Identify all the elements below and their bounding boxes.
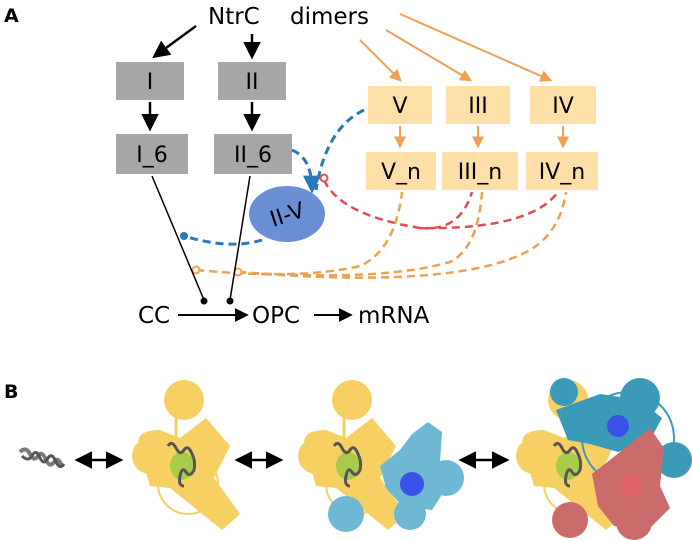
box-IVn xyxy=(526,152,598,190)
mrna-label: mRNA xyxy=(358,303,430,329)
arrow-ntrc-to-I xyxy=(152,24,197,59)
complex-tetramer xyxy=(516,378,692,540)
panel-b-label: B xyxy=(4,381,18,403)
box-Vn-label: V_n xyxy=(381,160,421,185)
box-I6 xyxy=(116,134,188,174)
blue-arrow-V-to-IIV xyxy=(314,108,365,191)
box-II6-label: II_6 xyxy=(234,143,272,168)
box-II xyxy=(218,62,286,100)
dna-helix-free xyxy=(18,447,66,469)
box-II-label: II xyxy=(246,70,259,95)
red-inhibit-end xyxy=(319,173,329,183)
complex-dimer xyxy=(132,380,240,530)
box-IIIn xyxy=(442,152,518,190)
line-II6-to-CC xyxy=(229,175,251,301)
box-III xyxy=(446,86,510,124)
dimers-label: dimers xyxy=(290,4,369,30)
dot-I6-end xyxy=(200,297,208,305)
ntrc-label: NtrC xyxy=(208,4,260,30)
box-I-label: I xyxy=(147,70,154,95)
box-I xyxy=(116,62,184,100)
box-IIIn-label: III_n xyxy=(458,160,502,185)
arrow-dimers-to-IV xyxy=(399,13,553,82)
box-IV xyxy=(530,86,596,124)
box-II6 xyxy=(214,134,292,174)
box-V xyxy=(368,86,432,124)
orange-line-Vn xyxy=(195,191,404,276)
blue-inhibit-IIV xyxy=(183,234,263,246)
box-IVn-label: IV_n xyxy=(539,160,585,185)
complex-trimer xyxy=(298,380,464,532)
line-I6-to-CC xyxy=(151,175,205,301)
box-IV-label: IV xyxy=(552,94,574,119)
opc-label: OPC xyxy=(252,303,300,329)
box-Vn xyxy=(366,152,436,190)
cc-label: CC xyxy=(138,303,170,329)
box-III-label: III xyxy=(468,94,487,119)
red-line-IIIn xyxy=(419,191,474,230)
blue-arrow-II6-to-IIV xyxy=(291,148,321,194)
blue-inhibit-end xyxy=(180,232,188,240)
ellipse-II-V xyxy=(249,186,325,242)
box-V-label: V xyxy=(392,94,407,119)
red-line-IVn xyxy=(322,179,560,230)
dot-II6-end xyxy=(226,297,234,305)
panel-a-label: A xyxy=(4,5,19,27)
box-I6-label: I_6 xyxy=(136,143,168,168)
orange-line-IVn xyxy=(237,191,568,279)
orange-inhibit-end-1 xyxy=(191,265,201,275)
arrow-dimers-to-III xyxy=(385,29,473,82)
arrow-dimers-to-V xyxy=(359,39,402,82)
